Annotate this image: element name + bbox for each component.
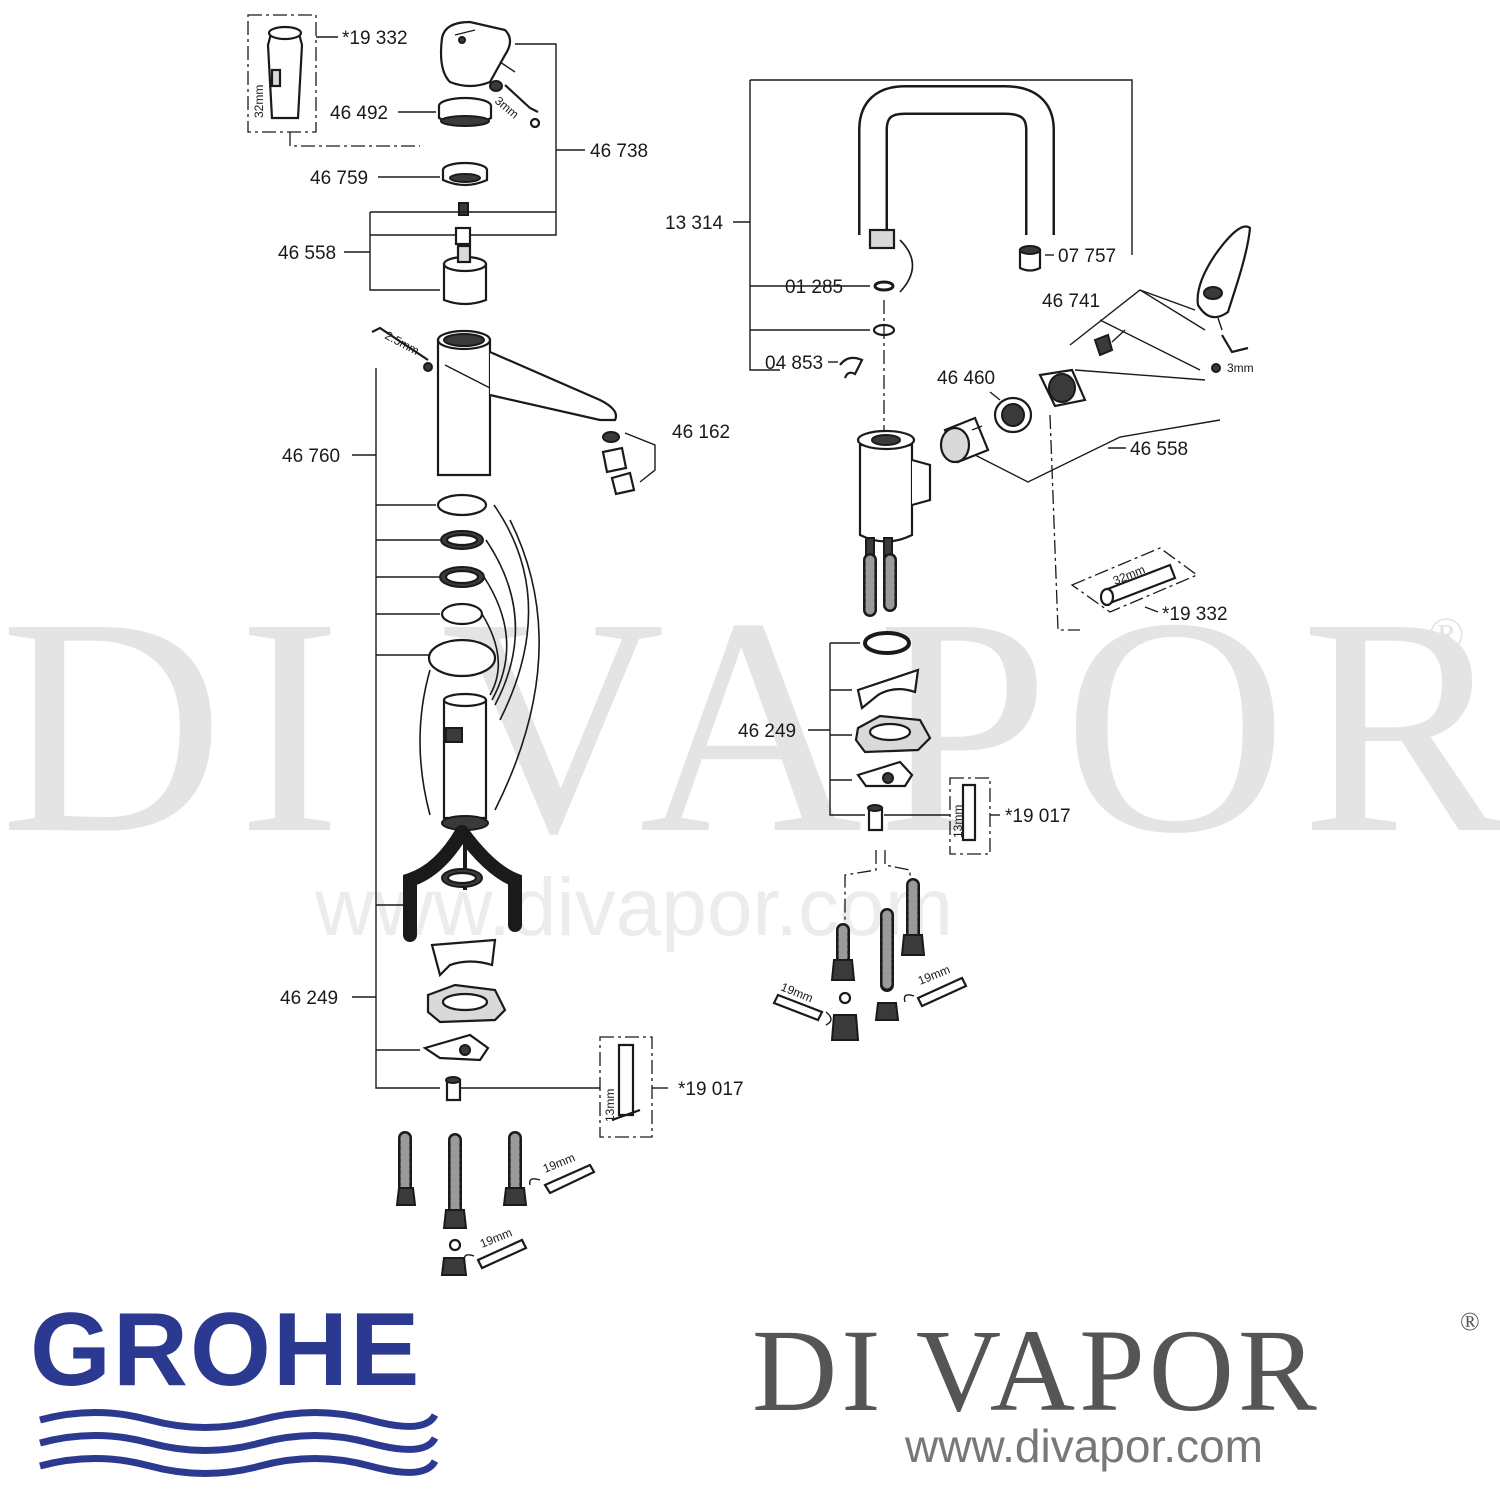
part-46760-left: 46 760 xyxy=(282,446,340,467)
watermark: DI VAPOR ® www.divapor.com xyxy=(0,555,1500,953)
part-19332-right: *19 332 xyxy=(1162,604,1228,625)
cartridge-right xyxy=(939,416,990,464)
part-19332-left: *19 332 xyxy=(342,28,408,49)
grohe-wave-2 xyxy=(39,1432,439,1454)
part-19017-right: *19 017 xyxy=(1005,806,1071,827)
dealer-name: DI VAPOR xyxy=(752,1305,1321,1436)
dim-13mm-right: 13mm xyxy=(951,805,965,838)
dim-19mm-left-a: 19mm xyxy=(541,1150,577,1175)
part-13314-right: 13 314 xyxy=(665,213,724,234)
tool-32mm-left: 32mm xyxy=(247,14,317,133)
faucet-body-left xyxy=(436,329,618,477)
wrench-19mm-right-a: 19mm xyxy=(772,980,832,1026)
dim-13mm-left: 13mm xyxy=(603,1089,617,1122)
part-04853-right: 04 853 xyxy=(765,353,823,374)
part-19017-left: *19 017 xyxy=(678,1079,744,1100)
part-46249-left: 46 249 xyxy=(280,988,338,1009)
part-46249-right: 46 249 xyxy=(738,721,796,742)
supply-hoses-left xyxy=(395,1131,528,1276)
part-01285-right: 01 285 xyxy=(785,277,843,298)
left-assembly: 32mm *19 332 3mm 46 492 46 759 46 738 xyxy=(247,14,744,1276)
dim-32mm-left: 32mm xyxy=(252,85,266,118)
watermark-registered: ® xyxy=(1428,608,1464,661)
u-spout-right xyxy=(858,85,1055,250)
grohe-logo: GROHE xyxy=(30,1292,439,1477)
dealer-registered: ® xyxy=(1460,1307,1480,1336)
lever-handle-left xyxy=(439,20,512,88)
grohe-wave-1 xyxy=(39,1409,439,1431)
part-46558-left: 46 558 xyxy=(278,243,336,264)
divapor-logo: DI VAPOR ® www.divapor.com xyxy=(752,1305,1480,1472)
part-46162-left: 46 162 xyxy=(672,422,730,443)
wrench-19mm-left-b: 19mm xyxy=(463,1225,528,1270)
part-07757-right: 07 757 xyxy=(1058,246,1116,267)
dim-2-5mm-left: 2.5mm xyxy=(383,328,422,358)
part-46759-left: 46 759 xyxy=(310,168,368,189)
dim-3mm-right: 3mm xyxy=(1227,361,1254,375)
part-46558-right: 46 558 xyxy=(1130,439,1188,460)
right-assembly: 13 314 07 757 01 285 04 853 xyxy=(665,79,1254,1041)
dim-3mm-left: 3mm xyxy=(492,94,521,122)
wrench-19mm-right-b: 19mm xyxy=(903,962,968,1008)
watermark-brand: DI VAPOR xyxy=(0,555,1500,898)
supply-hoses-right xyxy=(830,878,926,1041)
part-46492-left: 46 492 xyxy=(330,103,388,124)
part-46460-right: 46 460 xyxy=(937,368,995,389)
o-ring-stack-left xyxy=(427,493,497,678)
faucet-body-right xyxy=(856,429,932,561)
manufacturer-name: GROHE xyxy=(30,1292,421,1408)
part-46741-right: 46 741 xyxy=(1042,291,1100,312)
part-46738-left: 46 738 xyxy=(590,141,648,162)
grohe-wave-3 xyxy=(39,1455,439,1477)
dealer-url: www.divapor.com xyxy=(904,1420,1263,1472)
wrench-19mm-left-a: 19mm xyxy=(529,1150,596,1195)
lever-handle-right xyxy=(1196,225,1252,319)
